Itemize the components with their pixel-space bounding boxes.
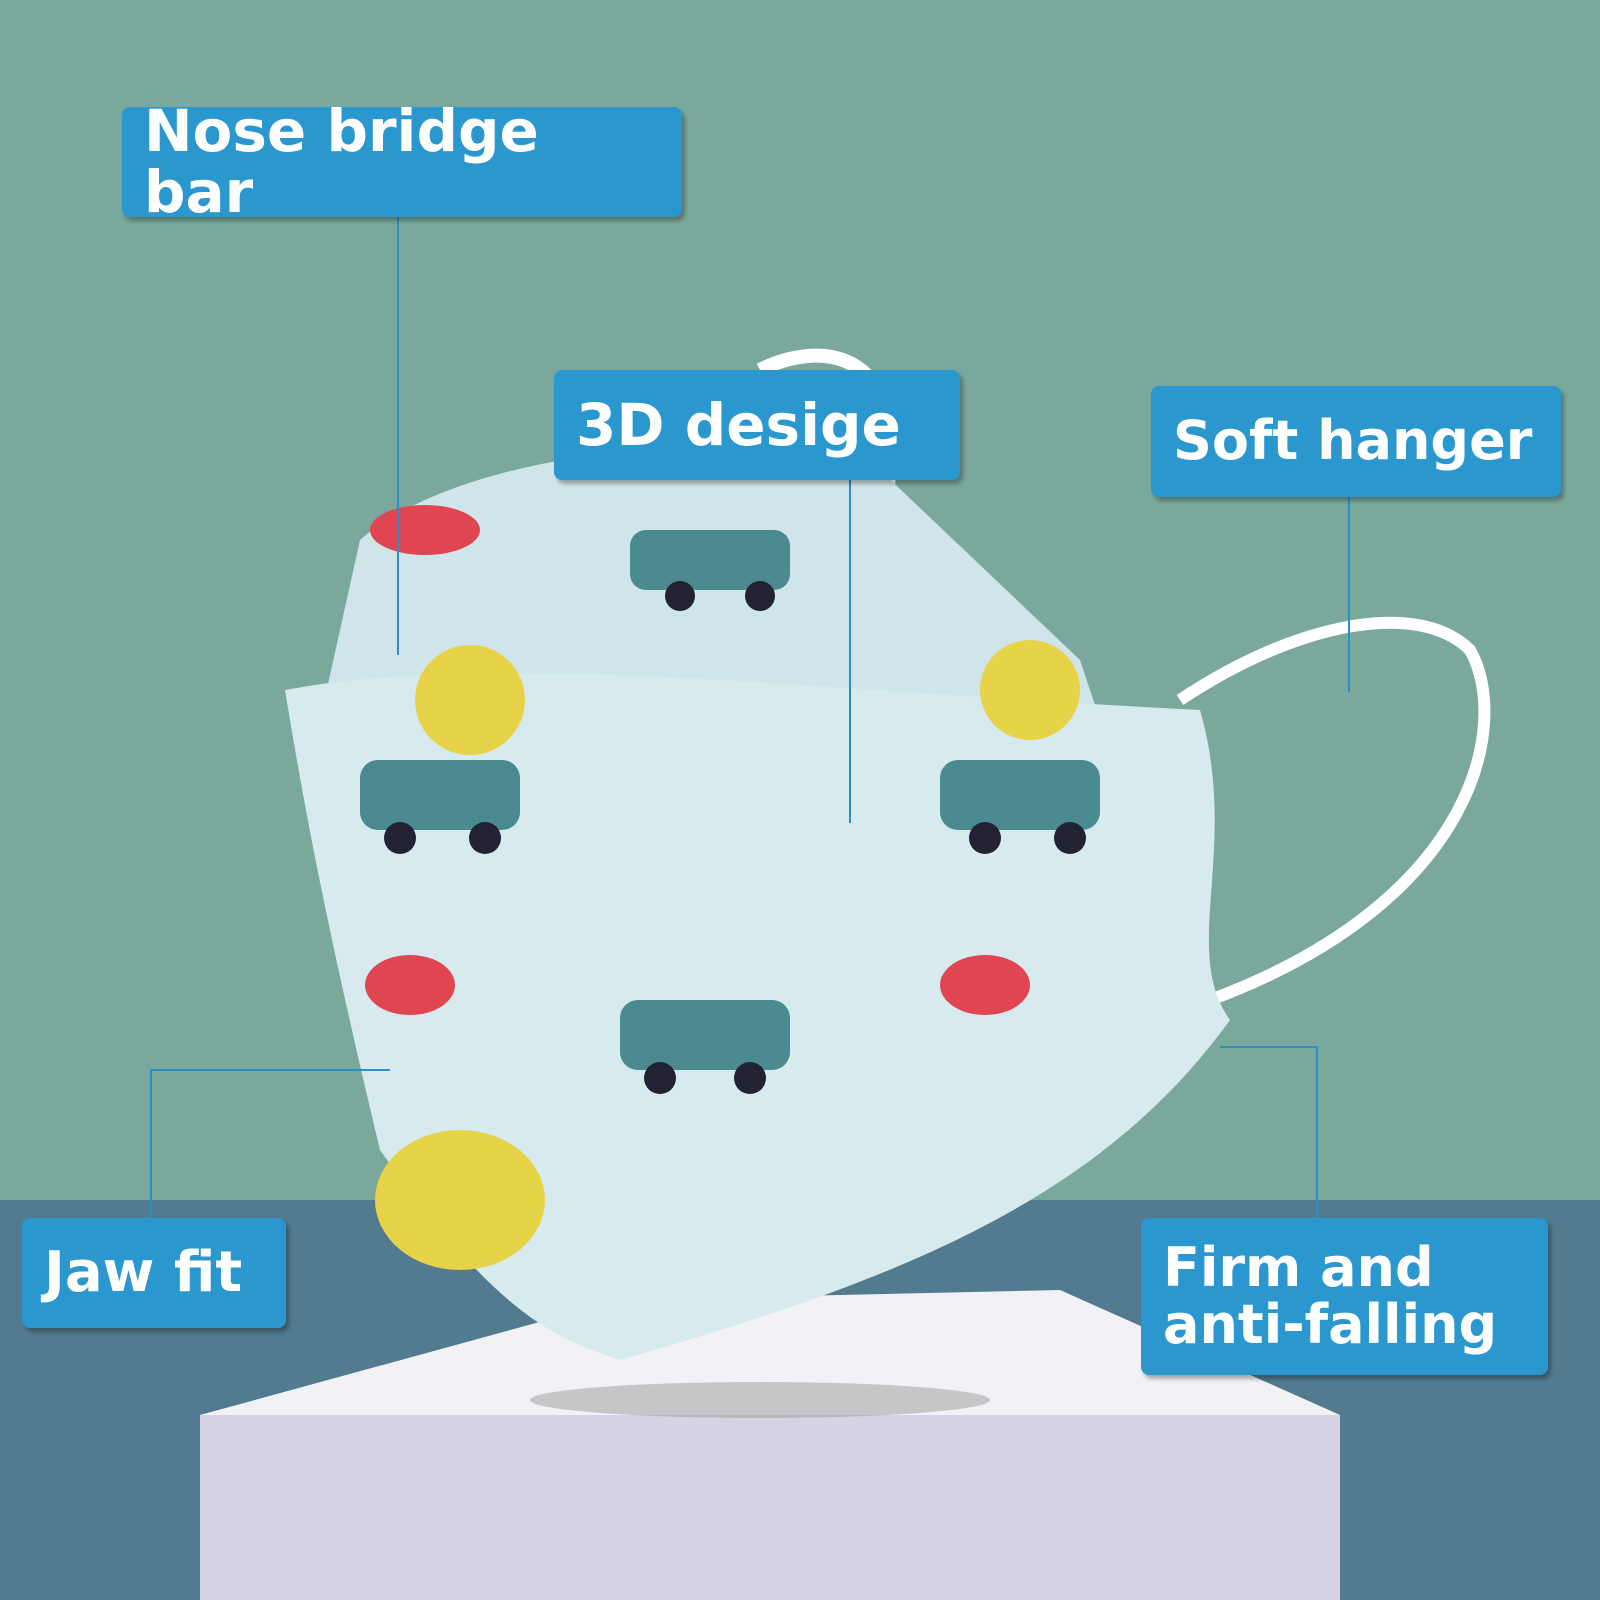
design-label: 3D desige — [554, 370, 960, 480]
firm-label: Firm and anti-falling — [1141, 1218, 1548, 1375]
car-prints — [360, 505, 1100, 1270]
design-pointer — [849, 478, 851, 823]
firm-label-line1: Firm and — [1163, 1235, 1434, 1299]
shadow — [530, 1382, 990, 1418]
pedestal-front — [200, 1415, 1340, 1600]
nose-bridge-pointer — [397, 215, 399, 655]
firm-pointer-h — [1220, 1046, 1318, 1048]
jaw-label: Jaw fit — [22, 1218, 286, 1328]
firm-label-line2: anti-falling — [1163, 1292, 1498, 1356]
hanger-pointer — [1348, 497, 1350, 692]
nose-bridge-label: Nose bridge bar — [122, 101, 682, 222]
jaw-pointer-v — [150, 1069, 152, 1219]
firm-pointer-v — [1316, 1046, 1318, 1221]
jaw-pointer-h — [150, 1069, 390, 1071]
hanger-label: Soft hanger — [1151, 386, 1561, 497]
ear-loop — [1176, 616, 1491, 1006]
